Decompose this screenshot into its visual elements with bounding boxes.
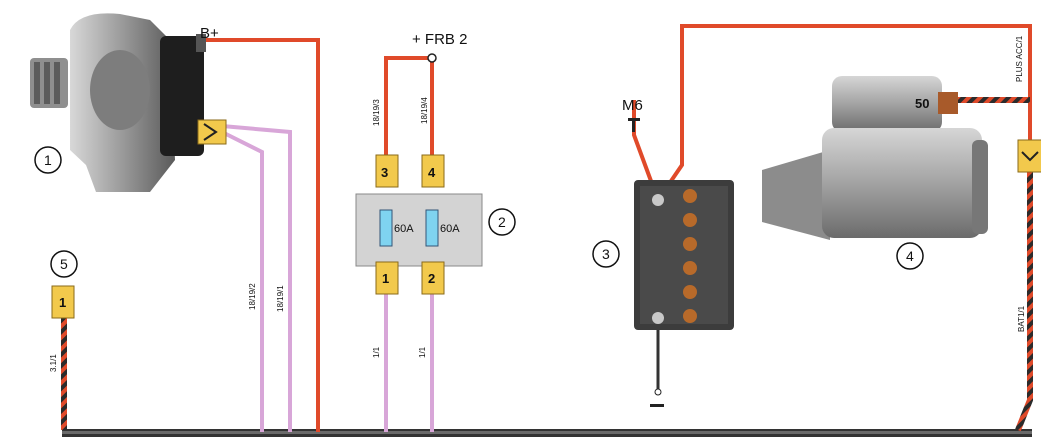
wire-plus-acc — [632, 24, 1032, 205]
plus-acc-label: PLUS ACC/1 — [1015, 35, 1024, 82]
wire-label-18-19-3: 18/19/3 — [372, 99, 381, 126]
callout-4: 4 — [896, 242, 924, 270]
fuse-a-rating: 60A — [394, 223, 414, 235]
wire-18-19-1 — [221, 124, 292, 432]
callout-2: 2 — [488, 208, 516, 236]
bat-connector — [1017, 139, 1041, 173]
fuse-pin-1: 1 — [382, 271, 389, 286]
callout-5: 5 — [50, 250, 78, 278]
m6-label: M6 — [622, 97, 643, 114]
connector-5 — [51, 285, 75, 319]
alternator-connector — [197, 119, 227, 145]
alternator — [30, 13, 206, 193]
fuse-box — [355, 53, 483, 295]
callout-1: 1 — [34, 146, 62, 174]
callout-3: 3 — [592, 240, 620, 268]
b-plus-label: B+ — [200, 25, 219, 42]
battery — [628, 118, 734, 407]
fuse-b-rating: 60A — [440, 223, 460, 235]
wire-label-18-19-4: 18/19/4 — [420, 97, 429, 124]
bat-label: BAT1/1 — [1017, 305, 1026, 332]
callout-5-text: 5 — [60, 256, 68, 272]
terminal-50-label: 50 — [915, 96, 929, 111]
callout-1-text: 1 — [44, 152, 52, 168]
wire-label-18-19-2: 18/19/2 — [248, 283, 257, 310]
frb2-label: + FRB 2 — [412, 31, 467, 48]
wire-label-3-1-1: 3.1/1 — [49, 354, 58, 372]
callout-4-text: 4 — [906, 248, 914, 264]
connector-5-pin: 1 — [59, 295, 66, 310]
ground-bus — [62, 429, 1032, 437]
fuse-pin-4: 4 — [428, 165, 436, 180]
callout-3-text: 3 — [602, 246, 610, 262]
wire-label-1-1-b: 1/1 — [418, 346, 427, 358]
callout-2-text: 2 — [498, 214, 506, 230]
wire-label-18-19-1: 18/19/1 — [276, 285, 285, 312]
fuse-pin-3: 3 — [381, 165, 388, 180]
fuse-pin-2: 2 — [428, 271, 435, 286]
wire-18-19-3 — [384, 56, 432, 155]
starter-motor — [762, 76, 988, 240]
wire-bat — [1015, 172, 1033, 432]
wire-label-1-1-a: 1/1 — [372, 346, 381, 358]
wire-b-plus — [198, 38, 320, 432]
wire-18-19-2 — [221, 130, 264, 432]
